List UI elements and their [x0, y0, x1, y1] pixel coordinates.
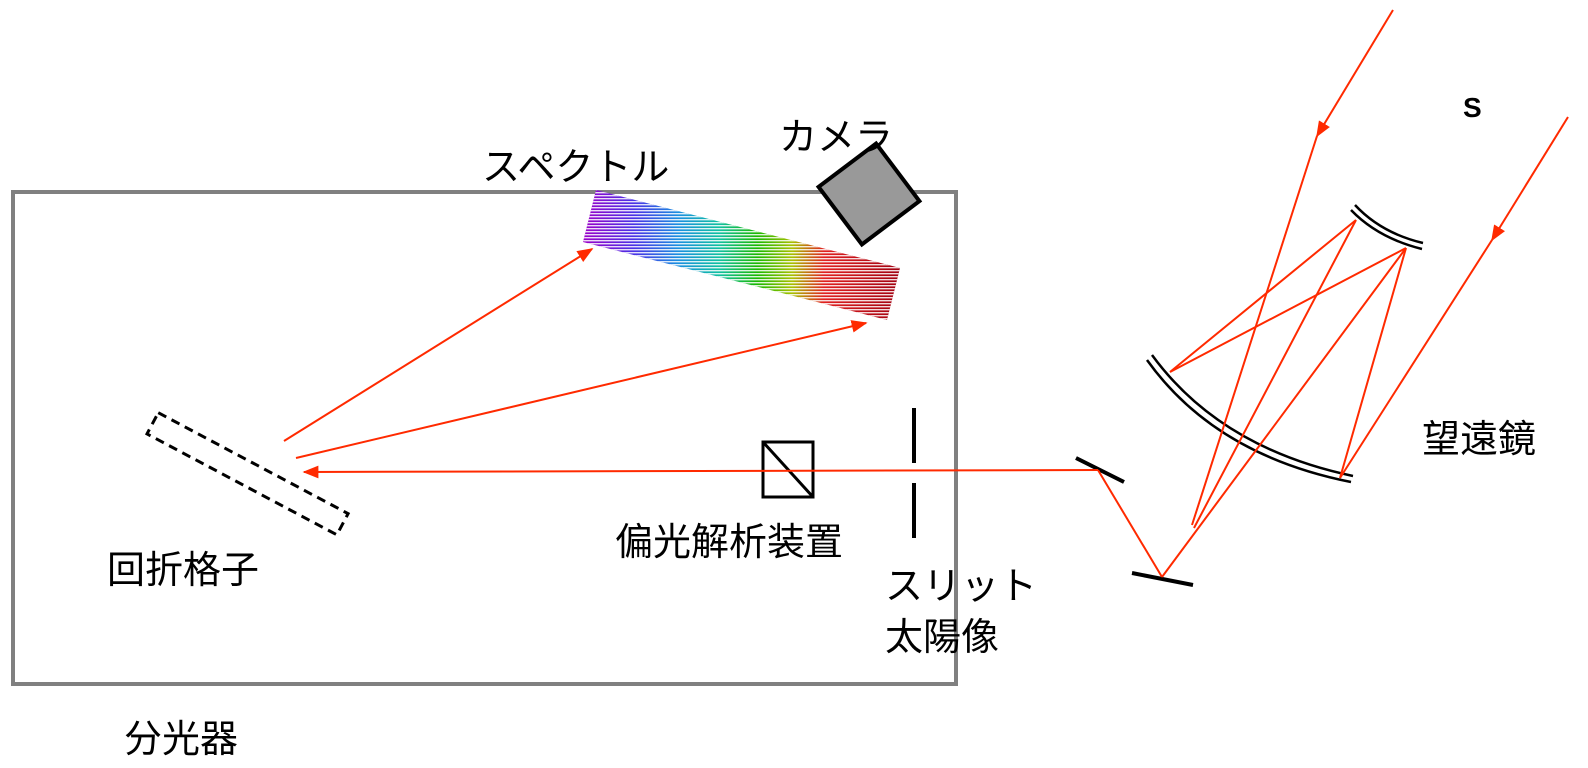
light-rays	[283, 9, 1569, 578]
label-diffraction-grating: 回折格子	[107, 548, 260, 592]
spectrograph-frame	[11, 190, 958, 686]
fold-mirror-upper	[1075, 456, 1125, 484]
label-camera: カメラ	[779, 115, 894, 159]
polarimeter-cube	[761, 440, 815, 499]
label-slit: スリット	[885, 564, 1038, 608]
camera-box	[815, 140, 923, 248]
label-polarimeter: 偏光解析装置	[615, 520, 844, 564]
label-spectrum: スペクトル	[482, 145, 670, 189]
telescope-secondary-mirror	[1350, 204, 1424, 251]
fold-mirror-lower	[1131, 571, 1194, 587]
spectrum-band	[583, 190, 900, 320]
label-solar-image: 太陽像	[885, 615, 1000, 659]
label-telescope: 望遠鏡	[1422, 417, 1537, 461]
diffraction-grating	[144, 410, 351, 537]
label-spectrograph: 分光器	[124, 717, 239, 761]
telescope-primary-mirror	[1145, 354, 1354, 484]
label-source-s: S	[1463, 92, 1482, 123]
